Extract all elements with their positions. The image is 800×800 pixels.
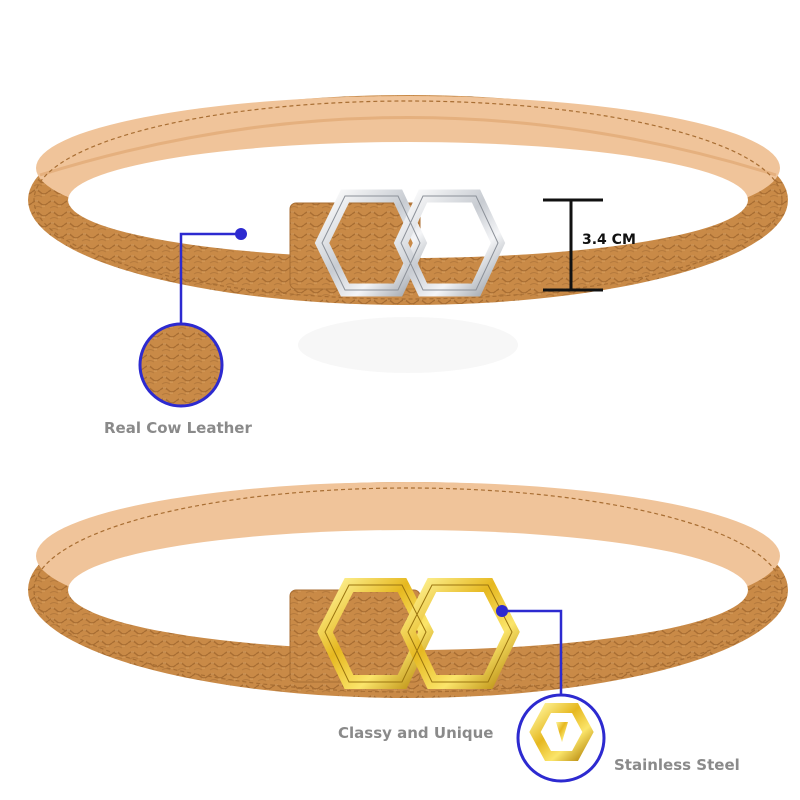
gold-buckle: [317, 578, 520, 689]
leather-label: Real Cow Leather: [104, 419, 252, 437]
steel-callout: [496, 605, 606, 783]
belt-keeper: [289, 589, 421, 683]
silver-buckle-belt: [28, 95, 788, 373]
steel-zoom-circle: [516, 693, 606, 783]
width-measure-label: 3.4 CM: [582, 232, 636, 248]
material-label: Stainless Steel: [614, 756, 740, 774]
silver-buckle: [314, 189, 506, 297]
design-label: Classy and Unique: [338, 724, 494, 742]
leather-zoom-circle: [138, 322, 224, 408]
gold-buckle-belt: [28, 482, 788, 698]
width-measure-marker: [543, 198, 603, 292]
leather-callout: [138, 228, 247, 408]
